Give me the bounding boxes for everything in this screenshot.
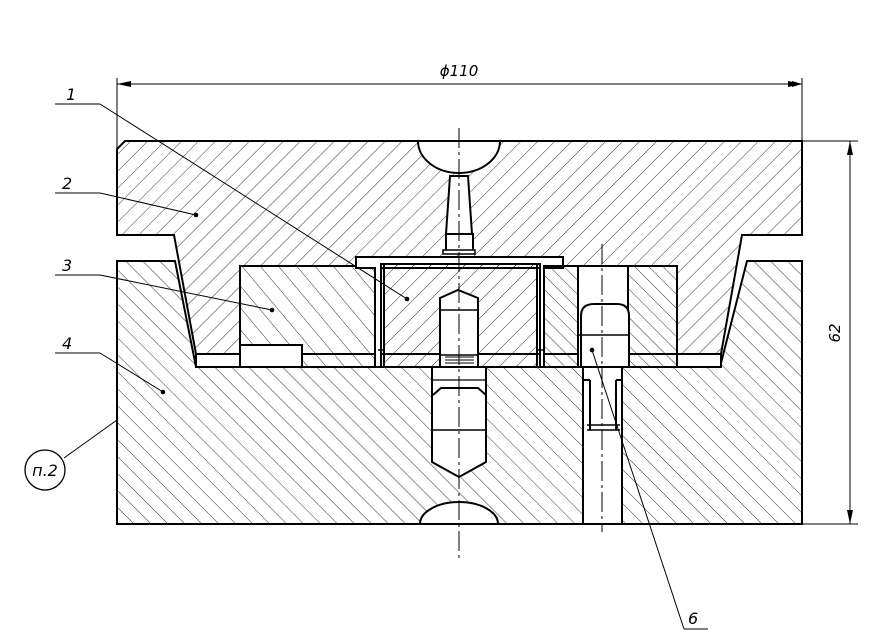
callout-1-label: 1 (66, 85, 76, 104)
callout-3-label: 3 (62, 256, 72, 275)
centre-lines (458, 128, 603, 558)
part-3-left-plate (239, 265, 376, 368)
part-6-ejector-pin (577, 265, 630, 524)
width-dimension (116, 78, 803, 235)
callout-6-label: 6 (688, 609, 698, 628)
part-1-central-punch (383, 263, 538, 368)
callout-2-label: 2 (62, 174, 72, 193)
width-dimension-label: ϕ110 (440, 62, 479, 80)
callout-4-label: 4 (62, 334, 72, 353)
height-dimension (802, 140, 858, 525)
height-dimension-label: 62 (826, 323, 844, 342)
leader-lines (55, 103, 708, 630)
note-bubble-label: п.2 (32, 461, 58, 480)
note-bubble (24, 449, 66, 491)
leader-dots (160, 212, 595, 395)
